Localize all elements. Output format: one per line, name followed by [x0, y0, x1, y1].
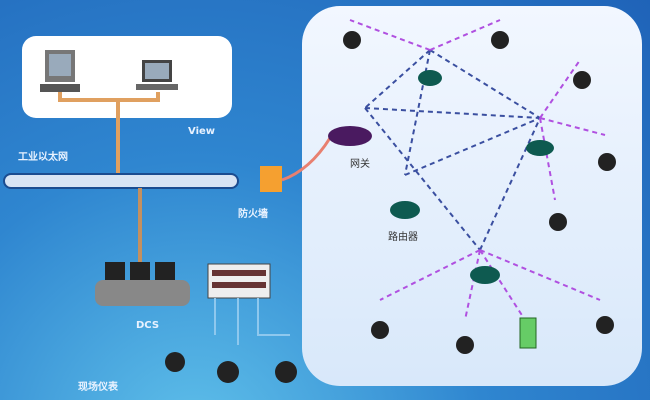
- router-icons: [390, 70, 554, 284]
- io-rack-icon: [207, 263, 271, 299]
- firewall-label: 防火墙: [238, 209, 268, 220]
- gateway-icon: [328, 126, 372, 146]
- leaf-links: [349, 19, 606, 321]
- operator-station-label: View: [188, 126, 216, 137]
- wireless-network-panel: [302, 6, 642, 386]
- industrial-ethernet-label: 工业以太网: [18, 152, 68, 163]
- dcs-label: DCS: [136, 320, 160, 331]
- gateway-label: 网关: [350, 159, 370, 170]
- dcs-controller-icon: [95, 262, 190, 306]
- field-instruments-label: 现场仪表: [78, 382, 118, 393]
- firewall-icon: [260, 166, 282, 192]
- wireless-instrument-icons: [343, 31, 616, 354]
- laptop-icon: [136, 60, 178, 90]
- field-instrument-icons: [165, 352, 297, 383]
- router-label: 路由器: [388, 232, 418, 243]
- workstation-icon: [40, 50, 80, 92]
- sensor-module-icon: [519, 317, 537, 349]
- mesh-links: [364, 49, 541, 251]
- ethernet-bus: [3, 173, 239, 189]
